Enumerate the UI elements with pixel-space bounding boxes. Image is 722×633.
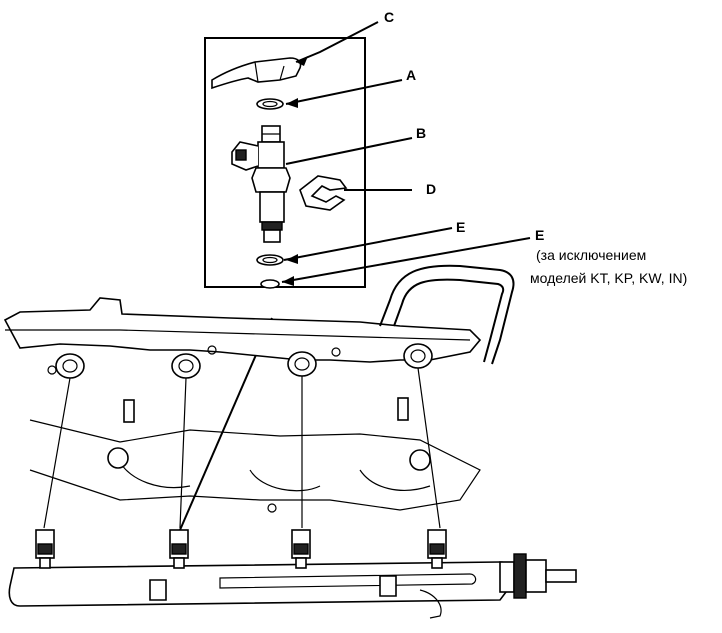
note-line-1: (за исключением	[536, 247, 646, 263]
o-ring-top	[256, 98, 284, 110]
seal-ring	[260, 279, 280, 289]
rail-injector-3	[291, 529, 311, 569]
label-d: D	[426, 181, 436, 197]
detail-inset-frame	[204, 37, 366, 288]
rail-injector-1	[35, 529, 55, 569]
label-e-o-ring: E	[456, 219, 465, 235]
label-e-seal: E	[535, 227, 544, 243]
o-ring-bottom	[256, 254, 284, 266]
fuel-pipe	[379, 264, 515, 365]
fuel-injector	[231, 125, 291, 243]
label-c: C	[384, 9, 394, 25]
label-b: B	[416, 125, 426, 141]
rail-injector-2	[169, 529, 189, 569]
fuel-rail	[8, 553, 577, 619]
rail-injector-4	[427, 529, 447, 569]
port-guide-lines	[43, 367, 441, 529]
fuel-rail-cap	[211, 57, 302, 90]
leader-lines	[179, 21, 531, 531]
injector-clip	[299, 175, 348, 211]
label-a: A	[406, 67, 416, 83]
intake-manifold	[3, 297, 482, 513]
note-line-2: моделей KT, KP, KW, IN)	[530, 270, 687, 286]
